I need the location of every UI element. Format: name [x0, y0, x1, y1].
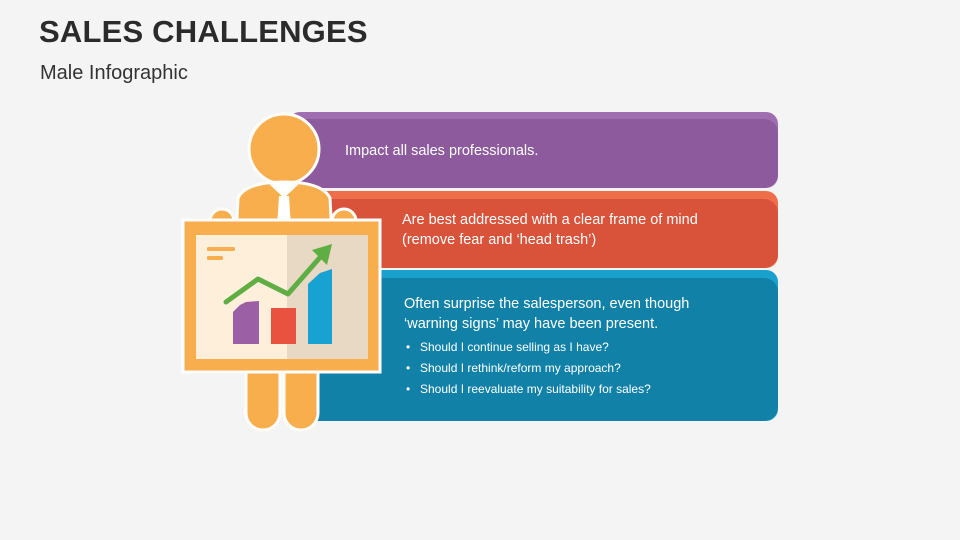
- growth-arrow-head: [312, 244, 332, 265]
- chart-bar-red: [271, 308, 296, 344]
- chart-bar-blue: [308, 269, 332, 344]
- page-subtitle: Male Infographic: [40, 62, 188, 84]
- chart-bar-purple: [233, 301, 259, 344]
- growth-arrow-line: [223, 251, 326, 305]
- male-presenter-illustration: [181, 112, 382, 432]
- bullet-item-1: Should I continue selling as I have?: [406, 337, 766, 358]
- band-2-text: Are best addressed with a clear frame of…: [402, 212, 698, 248]
- page-title: SALES CHALLENGES: [39, 14, 368, 49]
- board-text-line-2: [207, 256, 223, 260]
- band-3-text: Often surprise the salesperson, even tho…: [404, 296, 690, 332]
- board-text-line-1: [207, 247, 235, 251]
- band-3-bullet-list: Should I continue selling as I have? Sho…: [406, 337, 766, 400]
- head-icon: [247, 112, 321, 186]
- bullet-item-3: Should I reevaluate my suitability for s…: [406, 379, 766, 400]
- challenge-band-1: Impact all sales professionals.: [288, 112, 778, 188]
- band-1-text: Impact all sales professionals.: [345, 143, 539, 159]
- collar-shape: [268, 183, 300, 198]
- bullet-item-2: Should I rethink/reform my approach?: [406, 358, 766, 379]
- band-1-front: [288, 119, 778, 188]
